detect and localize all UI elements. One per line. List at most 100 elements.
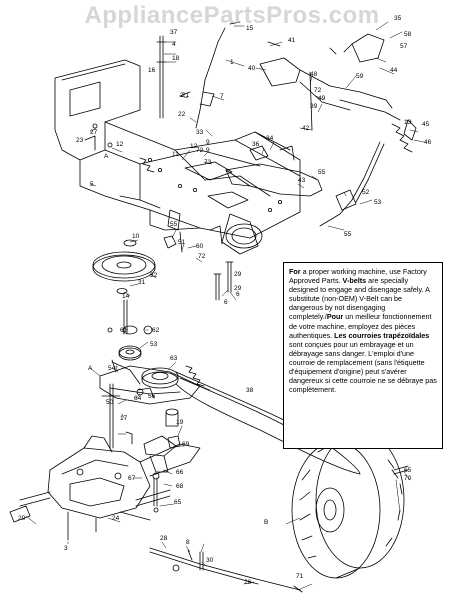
callout-50-label: 50: [106, 399, 114, 406]
watermark: AppliancePartsPros.com: [84, 2, 380, 29]
callout-11-label: 11: [172, 151, 179, 158]
callout-3-label: 3: [64, 545, 68, 552]
callout-23-label: 23: [76, 137, 84, 144]
callout-52-label: 52: [362, 189, 370, 196]
frame-drawing: [54, 59, 301, 255]
callout-6-label: 6: [236, 291, 240, 298]
callout-54-label: 54*: [108, 365, 118, 372]
callout-A-label: A: [104, 153, 109, 160]
callout-17-label: 17: [120, 415, 128, 422]
callout-6-label: 6: [224, 299, 228, 306]
note-en-text-2: are specially designed to engage and dis…: [289, 276, 430, 322]
callout-21-label: 21: [182, 92, 190, 99]
callout-60-label: 60: [196, 243, 204, 250]
callout-29-label: 29: [234, 285, 242, 292]
callout-15-label: 15: [246, 25, 254, 32]
callout-8-label: 8: [186, 539, 190, 546]
callout-20-label: 20: [18, 515, 26, 522]
axle-20-drawing: [9, 505, 31, 523]
callout-61-label: 61: [120, 327, 128, 334]
v-belt-38-drawing: [175, 371, 361, 475]
callout-67-label: 67: [128, 475, 136, 482]
callout-66-label: 66: [176, 469, 184, 476]
callout-2-label: 2: [180, 92, 184, 99]
callout-1-label: 1: [230, 59, 234, 66]
callout-57-label: 57: [400, 43, 408, 50]
brake-bracket-drawing: [143, 435, 177, 513]
callout-48-label: 48: [310, 71, 318, 78]
callout-45-label: 45: [422, 121, 430, 128]
callout-40-label: 40: [248, 65, 256, 72]
callout-36-label: 36: [252, 141, 260, 148]
callout-53-label: 53: [150, 341, 158, 348]
callout-33-label: 33: [196, 129, 204, 136]
note-fr-text-2: sont conçues pour un embrayage et un déb…: [289, 339, 437, 395]
arm-54-drawing: [111, 361, 141, 385]
callout-27-label: 27: [90, 129, 98, 136]
callout-64-label: 64: [134, 395, 142, 402]
callout-7-label: 7: [220, 93, 224, 100]
callout-22-label: 22: [178, 111, 186, 118]
callout-10-label: 10: [132, 233, 140, 240]
callout-5-label: 5: [90, 181, 94, 188]
callout-24-label: 24: [112, 515, 120, 522]
callout-55-label: 55: [318, 169, 326, 176]
callout-73-label: 73: [204, 159, 212, 166]
spring-12-drawing: [139, 157, 155, 173]
callout-58-label: 58: [404, 31, 412, 38]
callout-68-label: 68: [176, 483, 184, 490]
idler-pulley-drawing: [107, 325, 153, 361]
callout-29-label: 29: [234, 271, 242, 278]
callout-37-label: 37: [170, 29, 178, 36]
callout-12-label: 12: [190, 143, 198, 150]
callout-12-label: 12: [116, 141, 124, 148]
callout-42-label: 42: [302, 125, 310, 132]
bolt-70-drawing: [393, 465, 409, 471]
callout-56-label: 56: [148, 393, 156, 400]
callout-55-label: 55: [344, 231, 352, 238]
callout-72-label: 72: [314, 87, 322, 94]
note-en-lead: For: [289, 267, 301, 276]
note-en-text-1: a proper working machine, use Factory Ap…: [289, 267, 427, 286]
spring-63-drawing: [185, 365, 205, 387]
callout-30-label: 30: [206, 557, 214, 564]
callout-44-label: 44: [390, 67, 398, 74]
callout-39-label: 39: [310, 103, 318, 110]
callout-26-label: 26: [244, 579, 252, 586]
callout-31-label: 31: [138, 279, 146, 286]
callout-16-label: 16: [148, 67, 156, 74]
callout-34-label: 34: [266, 135, 274, 142]
callout-9-label: 9: [206, 147, 210, 154]
spring-46-drawing: [391, 123, 413, 153]
callout-28-label: 28: [160, 535, 168, 542]
callout-19-label: 19: [176, 419, 184, 426]
part-56-drawing: [137, 387, 155, 399]
callout-49-label: 49: [318, 95, 326, 102]
callout-18-label: 18: [172, 55, 180, 62]
callout-59-label: 59: [356, 73, 364, 80]
callout-13-label: 13: [404, 119, 412, 126]
note-fr-lead: Pour: [326, 312, 344, 322]
callout-32-label: 32: [150, 272, 158, 279]
brake-rod-drawing: [149, 547, 303, 593]
bolt-65-drawing: [393, 469, 409, 475]
transmission-pulley-drawing: [99, 365, 201, 427]
callout-70-label: 70: [404, 475, 412, 482]
callout-69-label: 69: [182, 441, 190, 448]
callout-38-label: 38: [246, 387, 254, 394]
note-en-vbelts: V-belts: [342, 276, 367, 286]
pulley-32-drawing: [92, 239, 156, 294]
callout-4-label: 4: [172, 41, 176, 48]
rods-drawing: [156, 21, 417, 227]
callout-71-label: 71: [296, 573, 304, 580]
callout-72-label: 72: [196, 147, 204, 154]
callout-A-label: A: [88, 365, 93, 372]
callout-51-label: 51: [178, 239, 186, 246]
callout-65-label: 65: [404, 467, 412, 474]
callout-41-label: 41: [288, 37, 296, 44]
callout-72-label: 72: [198, 253, 206, 260]
callout-46-label: 46: [424, 139, 432, 146]
part-17-drawing: [125, 431, 133, 445]
